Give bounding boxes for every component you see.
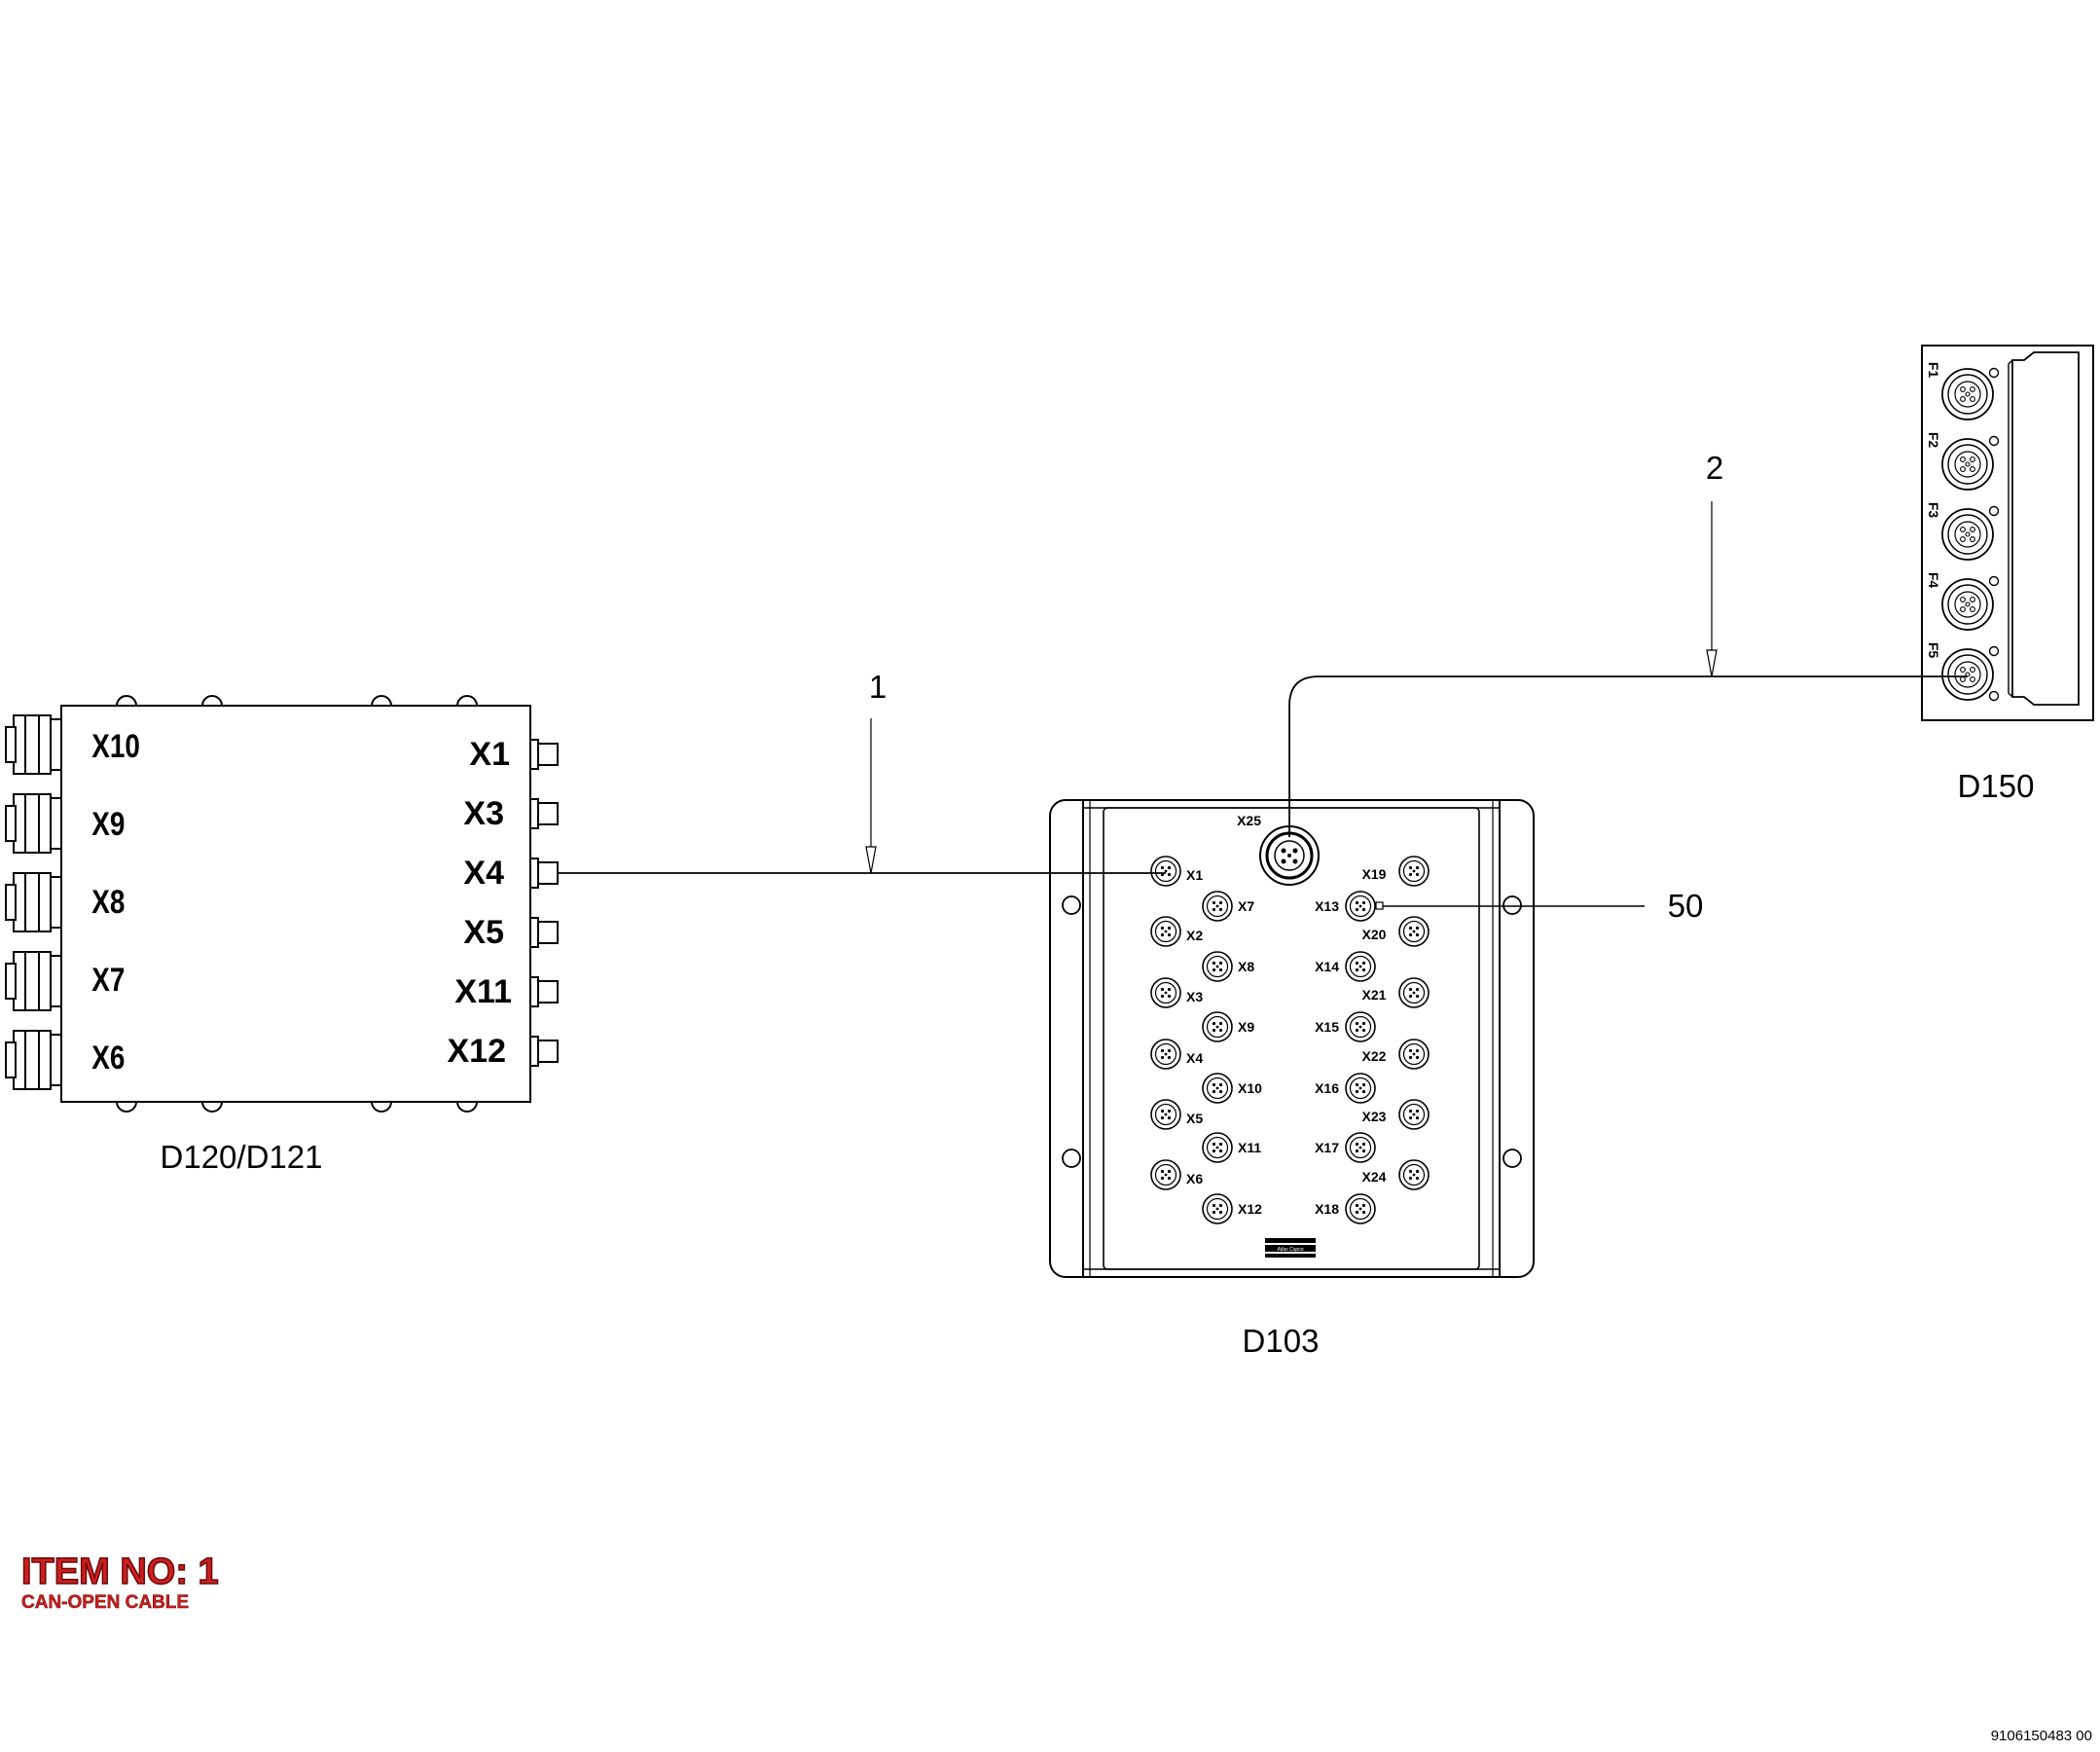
d103-port-x2: X2 (1186, 928, 1203, 943)
d103-port-x20: X20 (1362, 927, 1387, 942)
d120-port-x8: X8 (91, 883, 125, 920)
callout-1: 1 (869, 669, 887, 705)
d150-port-f3: F3 (1926, 502, 1941, 519)
cable-1 (558, 718, 1166, 874)
d120-port-x6: X6 (91, 1039, 125, 1076)
atlas-copco-logo: Atlas Copco (1265, 1238, 1316, 1258)
callout-50: 50 (1668, 888, 1704, 924)
item-title: ITEM NO: 1 (20, 1551, 219, 1592)
d103-port-x25: X25 (1237, 813, 1261, 828)
d103-port-x8: X8 (1238, 959, 1254, 974)
callout-2: 2 (1706, 450, 1723, 486)
d120-right-connectors (529, 739, 559, 1067)
logo-text: Atlas Copco (1277, 1247, 1304, 1253)
d150-port-f5: F5 (1926, 642, 1941, 659)
document-number: 9106150483 00 (1990, 1728, 2092, 1744)
d120-port-x4: X4 (463, 855, 504, 892)
item-subtitle: CAN-OPEN CABLE (21, 1592, 190, 1613)
d103-port-x10: X10 (1238, 1080, 1262, 1096)
d103-port-x23: X23 (1362, 1109, 1387, 1124)
d120-left-connectors (5, 714, 62, 1090)
d103-port-x5: X5 (1186, 1111, 1203, 1126)
item-block: ITEM NO: 1 CAN-OPEN CABLE (20, 1551, 219, 1613)
d103-port-x4: X4 (1186, 1050, 1203, 1066)
d103-port-x19: X19 (1362, 866, 1387, 882)
d103-port-x14: X14 (1315, 959, 1339, 974)
d103-port-x17: X17 (1315, 1140, 1339, 1155)
d120-port-x3: X3 (463, 795, 504, 832)
d150-label: D150 (1958, 768, 2035, 804)
d103-port-x7: X7 (1238, 898, 1254, 914)
d150-port-f1: F1 (1926, 362, 1941, 379)
d120-port-x10: X10 (91, 727, 140, 764)
d150-module: F1 F2 F3 F4 F5 D150 (1921, 345, 2094, 804)
d103-port-x6: X6 (1186, 1171, 1203, 1186)
leader-50 (1375, 901, 1645, 910)
d103-port-x3: X3 (1186, 989, 1203, 1004)
d103-port-x1: X1 (1186, 867, 1203, 883)
d120-port-x5: X5 (463, 914, 504, 951)
d150-port-f4: F4 (1926, 572, 1941, 589)
d150-port-f2: F2 (1926, 432, 1941, 449)
d103-port-x18: X18 (1315, 1201, 1339, 1217)
d120-port-x12: X12 (448, 1033, 507, 1070)
d120-module: X10 X9 X8 X7 X6 X1 X3 X4 X5 X11 X12 D120… (5, 695, 559, 1175)
d103-module: X25 X1 X2 X3 X4 X5 X6 X7 (1049, 799, 1535, 1359)
d120-port-x1: X1 (469, 736, 510, 773)
d103-port-x15: X15 (1315, 1019, 1339, 1035)
d120-label: D120/D121 (161, 1139, 323, 1175)
cable-2 (1288, 501, 1968, 837)
d103-label: D103 (1243, 1323, 1320, 1359)
d120-port-x11: X11 (454, 973, 512, 1010)
d103-port-x16: X16 (1315, 1080, 1339, 1096)
d120-port-x9: X9 (91, 805, 125, 842)
d103-port-x11: X11 (1238, 1140, 1261, 1155)
d103-port-x9: X9 (1238, 1019, 1254, 1035)
d103-port-x21: X21 (1362, 987, 1387, 1003)
d103-port-x22: X22 (1362, 1048, 1387, 1064)
d103-port-x12: X12 (1238, 1201, 1262, 1217)
d103-port-x24: X24 (1362, 1169, 1387, 1185)
d120-port-x7: X7 (91, 961, 125, 998)
d103-port-x13: X13 (1315, 898, 1339, 914)
